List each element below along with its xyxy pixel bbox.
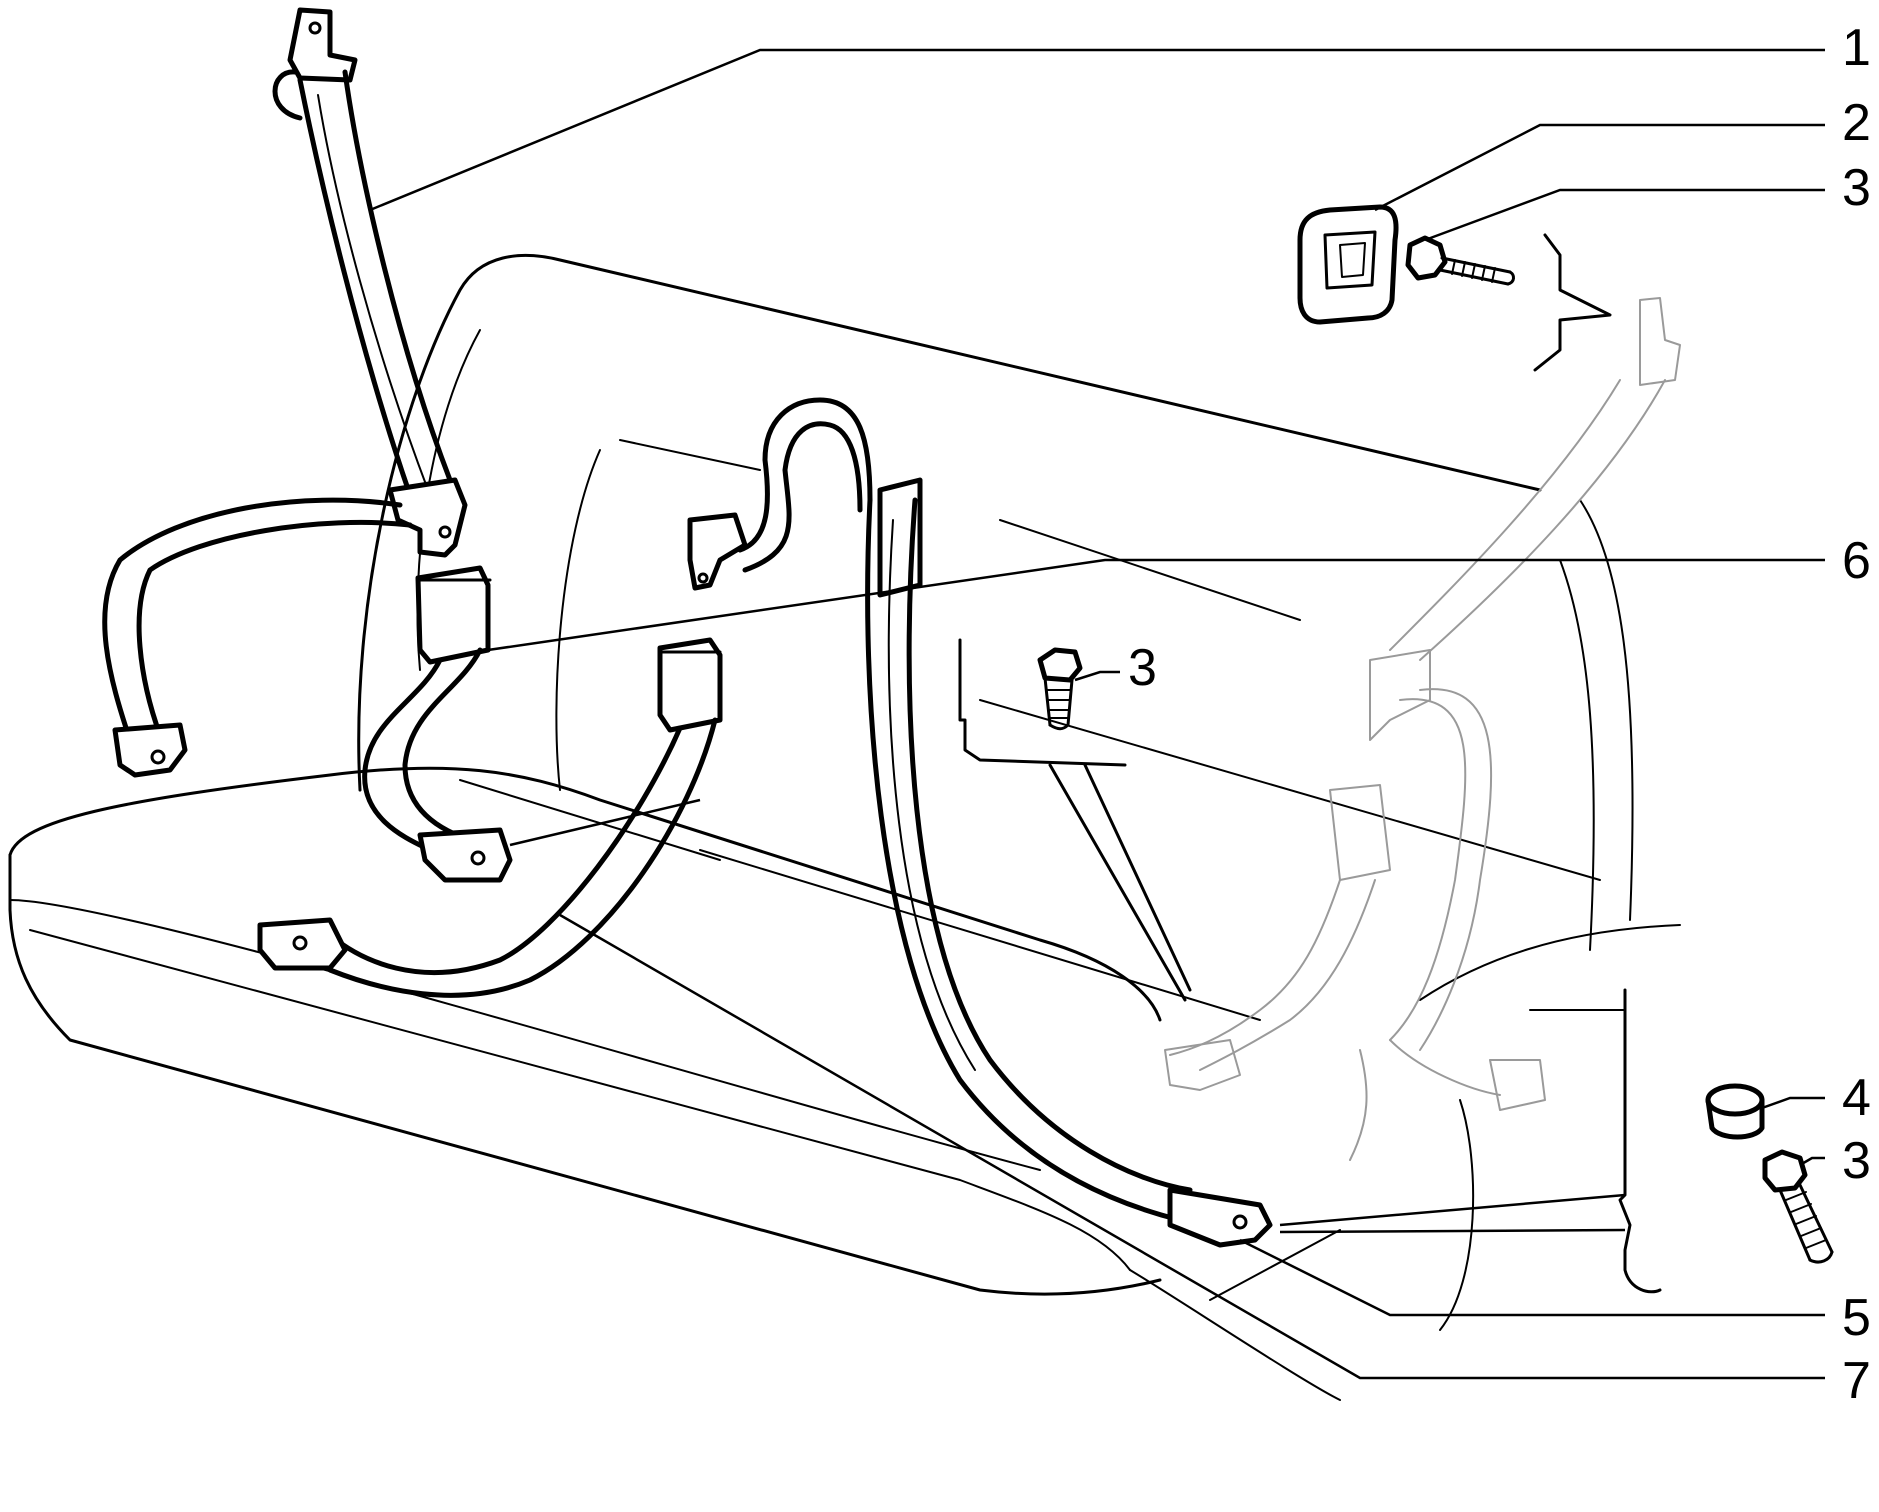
part-4-spacer: [1705, 1083, 1765, 1140]
callout-4: 4: [1842, 1069, 1871, 1127]
part-3-bolt-top: [1405, 235, 1515, 286]
callout-2: 2: [1842, 94, 1871, 152]
callout-1: 1: [1842, 19, 1871, 77]
callout-3-center: 3: [1128, 639, 1157, 697]
callout-6: 6: [1842, 532, 1871, 590]
part-7-buckle-strap: [257, 637, 723, 998]
seat-back: [357, 254, 1681, 1331]
assembly-brackets: [958, 233, 1662, 1294]
part-5-center-belt: [687, 397, 1273, 1248]
callout-3-top: 3: [1842, 159, 1871, 217]
part-2-bezel-cover: [1297, 204, 1399, 325]
callout-5: 5: [1842, 1289, 1871, 1347]
seat-cushion: [8, 766, 1341, 1401]
callout-7: 7: [1842, 1352, 1871, 1410]
part-3-bolt-center: [1037, 647, 1083, 731]
leader-lines: [369, 48, 1825, 1380]
part-3-bolt-bottom: [1762, 1149, 1834, 1264]
part-6-buckle-strap: [362, 565, 513, 883]
part-1-retractor-belt: [102, 7, 468, 778]
callout-labels: 1 2 3 6 3 4 3 5 7: [1128, 19, 1871, 1410]
installed-belt-ghost: [1164, 297, 1681, 1161]
callout-3-bottom: 3: [1842, 1132, 1871, 1190]
